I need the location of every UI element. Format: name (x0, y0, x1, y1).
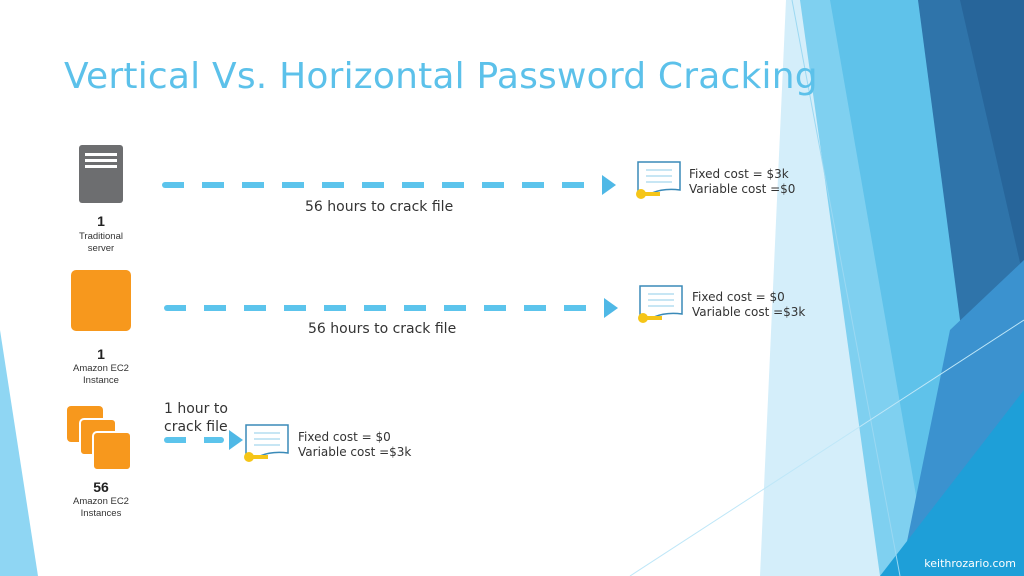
ec2-instances-count: 56 (93, 479, 109, 495)
arrow-icon (229, 430, 243, 450)
dashed-line (162, 182, 602, 188)
ec2-count: 1 (97, 346, 105, 362)
ec2-instances-icon (67, 406, 132, 471)
password-file-icon (638, 285, 683, 323)
password-file-icon (244, 424, 289, 462)
dashed-line (164, 437, 224, 443)
dashed-line (164, 305, 604, 311)
arrow-icon (604, 298, 618, 318)
footer-url: keithrozario.com (924, 557, 1016, 570)
crack-time: 56 hours to crack file (308, 321, 457, 337)
crack-time: 56 hours to crack file (305, 199, 454, 215)
slide-title: Vertical Vs. Horizontal Password Crackin… (64, 56, 818, 97)
server-icon (79, 145, 123, 203)
arrow-icon (602, 175, 616, 195)
server-count: 1 (97, 213, 105, 229)
password-file-icon (636, 161, 681, 199)
ec2-instance-icon (71, 270, 131, 331)
